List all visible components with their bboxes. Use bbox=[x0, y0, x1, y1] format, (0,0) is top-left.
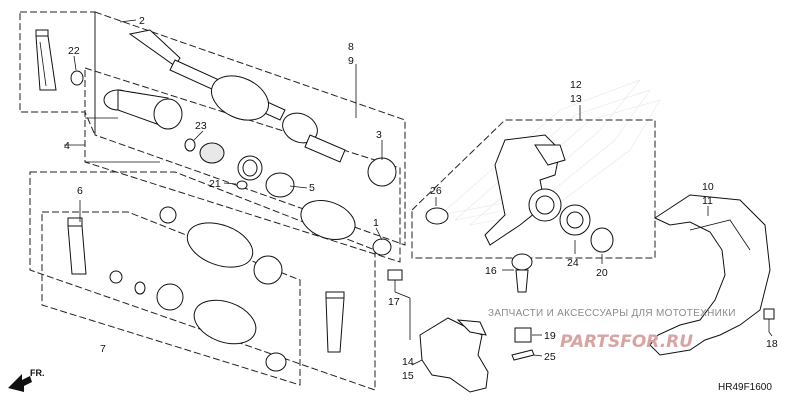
callout-13: 13 bbox=[570, 93, 582, 105]
callout-4: 4 bbox=[64, 140, 70, 152]
grease-tube-lower-left bbox=[67, 217, 87, 275]
callout-18: 18 bbox=[766, 338, 778, 350]
callout-21: 21 bbox=[209, 178, 221, 190]
callout-14: 14 bbox=[402, 356, 414, 368]
watermark-logo: PARTSFOR.RU bbox=[560, 332, 693, 352]
callout-2: 2 bbox=[139, 15, 145, 27]
grease-tube-upper bbox=[35, 29, 57, 91]
callout-numbers: 2 22 8 9 4 23 3 21 5 1 6 7 12 13 26 16 2… bbox=[64, 15, 778, 382]
callout-17: 17 bbox=[388, 296, 400, 308]
steering-knuckle bbox=[484, 134, 566, 246]
front-direction-arrow: FR. bbox=[8, 368, 45, 392]
bolt-18 bbox=[763, 308, 775, 332]
callout-9: 9 bbox=[348, 55, 354, 67]
bolt-17 bbox=[387, 269, 403, 292]
snap-rings bbox=[70, 70, 258, 190]
snap-ring-knuckle bbox=[425, 207, 449, 225]
castle-nut-19 bbox=[514, 327, 532, 343]
disk-dust-shield bbox=[649, 194, 771, 356]
callout-12: 12 bbox=[570, 79, 582, 91]
callout-6: 6 bbox=[77, 185, 83, 197]
callout-1: 1 bbox=[373, 217, 379, 229]
callout-3: 3 bbox=[376, 129, 382, 141]
boot-set-lower bbox=[109, 206, 287, 372]
inner-joint-housing bbox=[103, 89, 263, 181]
callout-10: 10 bbox=[702, 181, 714, 193]
callout-22: 22 bbox=[68, 45, 80, 57]
box-boot-kit bbox=[29, 171, 376, 391]
callout-23: 23 bbox=[195, 120, 207, 132]
callout-25: 25 bbox=[544, 351, 556, 363]
bearing bbox=[559, 204, 591, 236]
callout-8: 8 bbox=[348, 41, 354, 53]
box-boot-kit-inner bbox=[41, 211, 301, 386]
callout-26: 26 bbox=[430, 185, 442, 197]
leader-lines bbox=[64, 19, 773, 366]
ball-joint bbox=[511, 253, 533, 293]
callout-24: 24 bbox=[567, 257, 579, 269]
front-direction-label: FR. bbox=[30, 368, 45, 378]
box-left-group bbox=[19, 11, 96, 136]
box-driveshaft-assembly bbox=[94, 11, 406, 246]
callout-7: 7 bbox=[100, 343, 106, 355]
callout-20: 20 bbox=[596, 267, 608, 279]
callout-15: 15 bbox=[402, 370, 414, 382]
callout-11: 11 bbox=[702, 195, 713, 207]
callout-5: 5 bbox=[309, 182, 315, 194]
watermark-text: ЗАПЧАСТИ И АКСЕССУАРЫ ДЛЯ МОТОТЕХНИКИ bbox=[488, 308, 736, 319]
drive-shaft bbox=[128, 29, 346, 163]
snap-ring-bearing bbox=[590, 227, 614, 253]
cotter-pin-25 bbox=[511, 349, 535, 361]
diagram-code: HR49F1600 bbox=[718, 382, 772, 393]
callout-19: 19 bbox=[544, 330, 556, 342]
grease-tube-lower-right bbox=[325, 291, 345, 353]
boot-set-upper bbox=[265, 157, 397, 256]
callout-16: 16 bbox=[485, 265, 497, 277]
knuckle-protector bbox=[419, 317, 489, 393]
